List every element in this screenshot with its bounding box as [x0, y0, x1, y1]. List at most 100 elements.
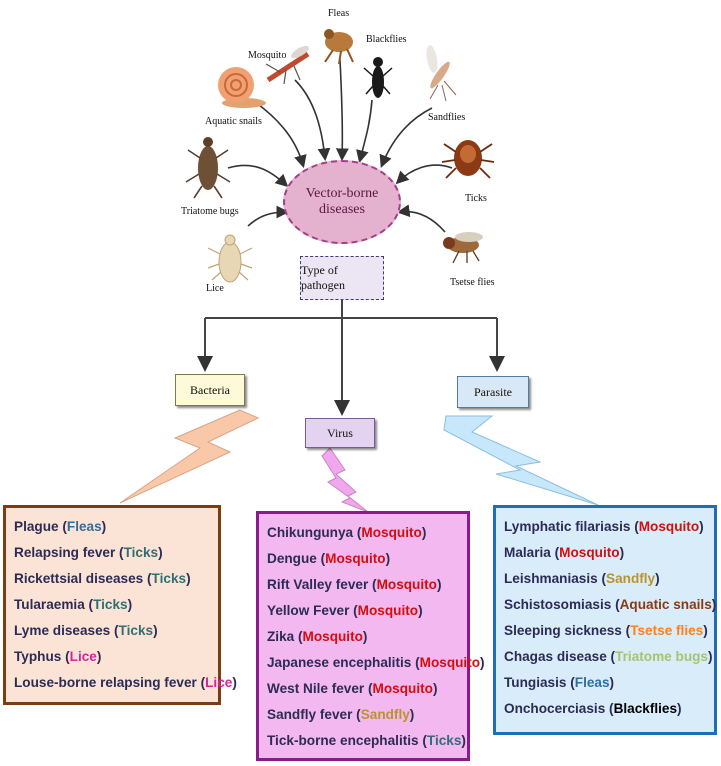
sandfly-icon — [426, 45, 457, 102]
arrow-sandflies — [379, 107, 433, 168]
disease-row: Tick-borne encephalitis (Ticks) — [267, 733, 466, 748]
arrow-tsetse — [396, 204, 446, 233]
vector-label-fleas: Fleas — [328, 8, 350, 19]
arrow-aquatic-snails — [254, 101, 307, 169]
vector-name: Ticks — [93, 597, 128, 612]
vector-name: Lice — [69, 649, 97, 664]
vector-name: Fleas — [574, 675, 610, 690]
virus-bolt — [321, 447, 369, 513]
vector-name: Sandfly — [606, 571, 656, 586]
disease-row: Schistosomiasis (Aquatic snails) — [504, 597, 717, 612]
vector-name: Aquatic snails — [619, 597, 712, 612]
virus-node: Virus — [305, 418, 375, 448]
disease-row: Chagas disease (Triatome bugs) — [504, 649, 713, 664]
disease-row: Rickettsial diseases (Ticks) — [14, 571, 191, 586]
bacteria-bolt — [119, 409, 260, 504]
disease-row: Louse-borne relapsing fever (Lice) — [14, 675, 237, 690]
vector-label-blackflies: Blackflies — [366, 34, 407, 45]
disease-row: Rift Valley fever (Mosquito) — [267, 577, 442, 592]
arrow-ticks — [395, 164, 453, 185]
disease-row: Dengue (Mosquito) — [267, 551, 391, 566]
parasite-bolt — [443, 415, 599, 506]
vector-name: Mosquito — [325, 551, 386, 566]
bacteria-disease-list: Plague (Fleas) Relapsing fever (Ticks) Ric… — [3, 505, 237, 705]
vector-name: Fleas — [66, 519, 102, 534]
disease-row: Lymphatic filariasis (Mosquito) — [504, 519, 704, 534]
disease-row: Japanese encephalitis (Mosquito) — [267, 655, 485, 670]
parasite-node: Parasite — [457, 376, 529, 408]
louse-icon — [207, 234, 253, 283]
disease-name: Typhus — [14, 649, 62, 664]
type-of-pathogen-node: Type of pathogen — [300, 256, 384, 300]
vector-name: Mosquito — [376, 577, 437, 592]
bacteria-node: Bacteria — [175, 374, 245, 406]
disease-name: Malaria — [504, 545, 551, 560]
disease-name: Lymphatic filariasis — [504, 519, 631, 534]
disease-row: Leishmaniasis (Sandfly) — [504, 571, 660, 586]
vector-name: Blackflies — [613, 701, 678, 716]
vector-name: Mosquito — [419, 655, 481, 670]
vector-name: Mosquito — [638, 519, 700, 534]
vector-name: Mosquito — [559, 545, 620, 560]
disease-row: Chikungunya (Mosquito) — [267, 525, 427, 540]
vector-name: Mosquito — [361, 525, 422, 540]
vector-name: Triatome bugs — [615, 649, 708, 664]
disease-row: Relapsing fever (Ticks) — [14, 545, 163, 560]
vector-borne-diseases-node: Vector-borne diseases — [283, 160, 401, 244]
virus-label: Virus — [327, 425, 353, 440]
vector-label-tsetse-flies: Tsetse flies — [450, 277, 495, 288]
vector-illustrations — [185, 29, 495, 283]
disease-name: Chagas disease — [504, 649, 607, 664]
flea-icon — [324, 29, 354, 65]
vector-name: Ticks — [151, 571, 187, 586]
vector-label-sandflies: Sandflies — [428, 112, 466, 123]
center-line-2: diseases — [319, 202, 365, 217]
vector-name: Ticks — [118, 623, 154, 638]
disease-name: Sleeping sickness — [504, 623, 622, 638]
type-of-pathogen-label: Type of pathogen — [301, 263, 345, 292]
disease-row: Malaria (Mosquito) — [504, 545, 625, 560]
disease-name: Lyme diseases — [14, 623, 111, 638]
disease-name: Japanese encephalitis — [267, 655, 412, 670]
disease-name: Sandfly fever — [267, 707, 353, 722]
disease-name: Yellow Fever — [267, 603, 350, 618]
tick-icon — [441, 140, 495, 179]
disease-row: Lyme diseases (Ticks) — [14, 623, 158, 638]
parasite-label: Parasite — [474, 384, 512, 399]
virus-disease-list: Chikungunya (Mosquito) Dengue (Mosquito) R… — [256, 511, 485, 761]
vector-name: Lice — [205, 675, 233, 690]
disease-name: Chikungunya — [267, 525, 354, 540]
disease-name: Plague — [14, 519, 59, 534]
disease-name: Louse-borne relapsing fever — [14, 675, 197, 690]
parasite-disease-list: Lymphatic filariasis (Mosquito) Malaria (… — [493, 505, 717, 735]
snail-icon — [218, 67, 266, 108]
disease-name: Tungiasis — [504, 675, 567, 690]
disease-row: Sleeping sickness (Tsetse flies) — [504, 623, 708, 638]
vector-name: Sandfly — [360, 707, 410, 722]
disease-name: Onchocerciasis — [504, 701, 606, 716]
mosquito-icon — [265, 45, 310, 85]
disease-name: Rickettsial diseases — [14, 571, 144, 586]
disease-name: Rift Valley fever — [267, 577, 369, 592]
disease-row: Tungiasis (Fleas) — [504, 675, 615, 690]
vector-name: Mosquito — [357, 603, 419, 618]
disease-row: Yellow Fever (Mosquito) — [267, 603, 423, 618]
disease-name: Leishmaniasis — [504, 571, 598, 586]
disease-name: Tick-borne encephalitis — [267, 733, 419, 748]
tsetse-fly-icon — [443, 232, 483, 264]
vector-label-ticks: Ticks — [465, 193, 487, 204]
disease-name: West Nile fever — [267, 681, 365, 696]
disease-row: Typhus (Lice) — [14, 649, 102, 664]
arrow-blackflies — [356, 99, 373, 164]
vector-name: Mosquito — [302, 629, 363, 644]
vector-label-triatome-bugs: Triatome bugs — [181, 206, 239, 217]
disease-row: Plague (Fleas) — [14, 519, 107, 534]
vector-label-aquatic-snails: Aquatic snails — [205, 116, 262, 127]
disease-row: Onchocerciasis (Blackflies) — [504, 701, 682, 716]
vector-name: Ticks — [426, 733, 462, 748]
bacteria-label: Bacteria — [190, 382, 230, 397]
vector-name: Ticks — [123, 545, 159, 560]
center-line-1: Vector-borne — [305, 186, 379, 201]
arrow-fleas — [335, 59, 349, 162]
